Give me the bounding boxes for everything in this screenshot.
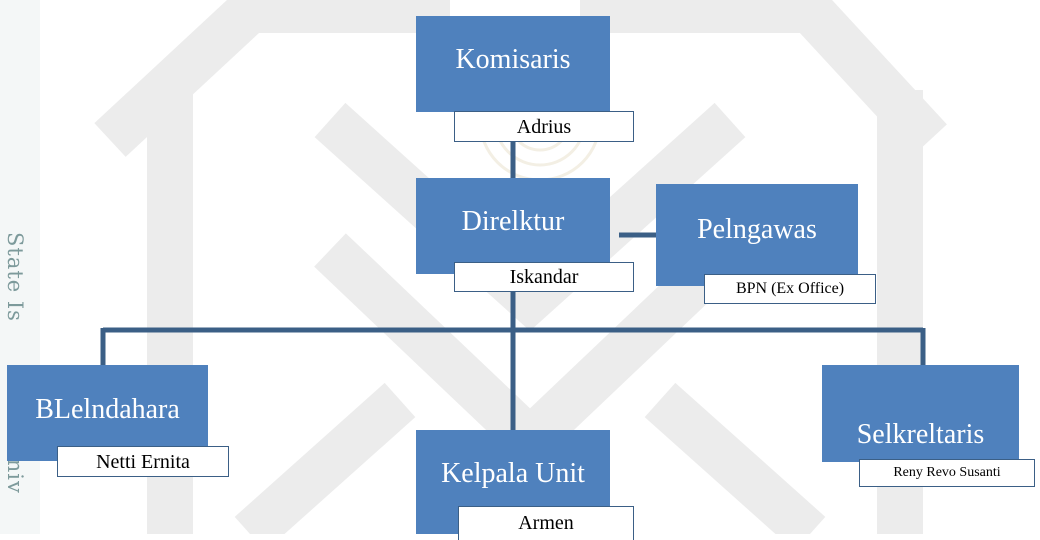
- node-direktur-name: Iskandar: [454, 262, 634, 292]
- node-komisaris-title: Komisaris: [455, 44, 571, 75]
- node-komisaris: Komisaris: [416, 16, 610, 112]
- side-watermark-text: State Is: [3, 232, 27, 322]
- node-sekretaris-name: Reny Revo Susanti: [859, 459, 1035, 487]
- node-komisaris-name: Adrius: [454, 111, 634, 142]
- node-pengawas-name: BPN (Ex Office): [704, 274, 876, 304]
- node-bendahara-name: Netti Ernita: [57, 446, 229, 477]
- node-bendahara: BLelndahara: [7, 365, 208, 461]
- node-pengawas-title: Pelngawas: [697, 214, 817, 245]
- node-direktur-title: Direlktur: [461, 206, 565, 237]
- node-sekretaris: Selkreltaris: [822, 365, 1019, 462]
- node-kepala-unit-title: Kelpala Unit: [441, 458, 585, 489]
- node-sekretaris-title: Selkreltaris: [856, 419, 985, 450]
- node-pengawas: Pelngawas: [656, 184, 858, 286]
- node-direktur: Direlktur: [416, 178, 610, 274]
- node-bendahara-title: BLelndahara: [35, 394, 180, 425]
- node-kepala-unit-name: Armen: [458, 506, 634, 540]
